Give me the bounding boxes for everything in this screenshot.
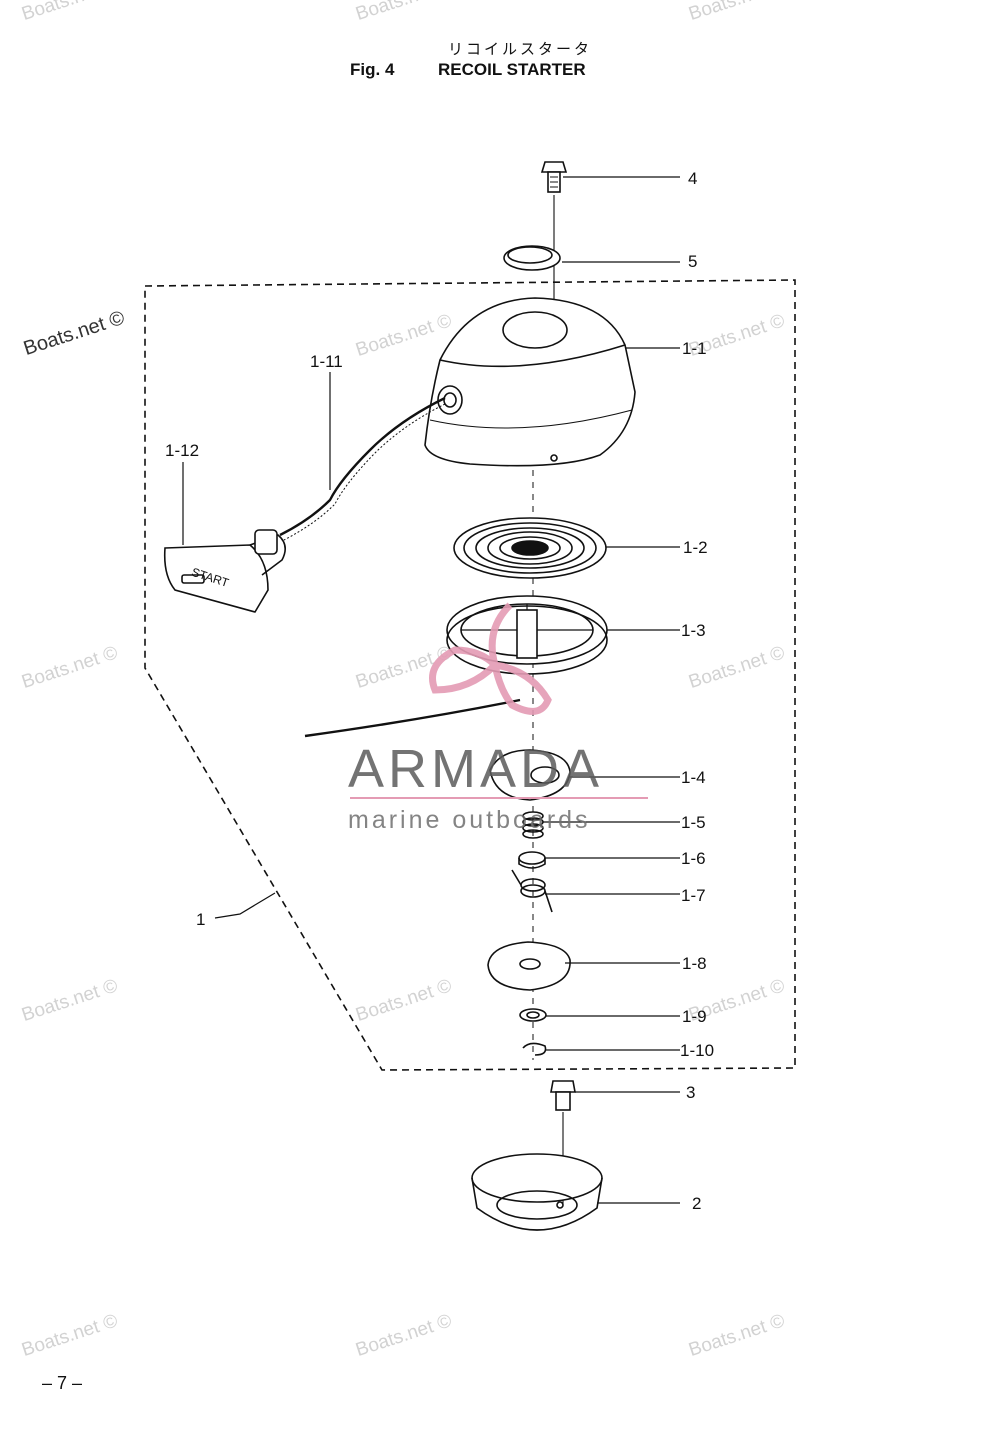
- label-part-1-4: 1-4: [681, 768, 706, 787]
- label-part-1-9: 1-9: [682, 1007, 707, 1026]
- bolt-3: [550, 1080, 576, 1205]
- starter-case-1-1: [424, 297, 636, 467]
- figure-number: Fig. 4: [350, 60, 395, 79]
- return-spring-1-7: [511, 869, 553, 913]
- recoil-spring-1-2: [453, 517, 607, 579]
- friction-plate-1-8: [487, 941, 571, 991]
- page-number: – 7 –: [42, 1373, 83, 1393]
- label-part-5: 5: [688, 252, 697, 271]
- label-part-1-1: 1-1: [682, 339, 707, 358]
- cup-2: [471, 1153, 603, 1231]
- label-part-1-8: 1-8: [682, 954, 707, 973]
- spring-1-5: [522, 811, 544, 839]
- ratchet-1-4: [489, 749, 571, 801]
- collar-1-6: [518, 851, 546, 869]
- label-part-1-6: 1-6: [681, 849, 706, 868]
- figure-title: RECOIL STARTER: [438, 60, 586, 79]
- starter-handle-1-12: [163, 529, 286, 613]
- label-part-3: 3: [686, 1083, 695, 1102]
- label-part-1-3: 1-3: [681, 621, 706, 640]
- starter-rope-1-11: [279, 396, 446, 537]
- label-part-1: 1: [196, 910, 205, 929]
- cap-5: [503, 245, 561, 271]
- armada-brand-watermark: ARMADA: [348, 739, 604, 799]
- title-japanese: リコイルスタータ: [447, 40, 592, 58]
- assembly-boundary: [144, 279, 796, 1071]
- label-part-1-2: 1-2: [683, 538, 708, 557]
- label-part-4: 4: [688, 169, 697, 188]
- label-part-2: 2: [692, 1194, 701, 1213]
- label-part-1-11: 1-11: [310, 352, 343, 371]
- armada-divider: [350, 797, 648, 799]
- clip-1-10: [522, 1042, 547, 1056]
- armada-subtitle-watermark: marine outboards: [348, 806, 591, 834]
- label-part-1-5: 1-5: [681, 813, 706, 832]
- reel-1-3: [304, 595, 608, 738]
- label-part-1-10: 1-10: [680, 1041, 714, 1060]
- armada-logo-swirl: [429, 602, 552, 715]
- label-part-1-12: 1-12: [165, 441, 199, 460]
- washer-1-9: [519, 1008, 547, 1022]
- label-part-1-7: 1-7: [681, 886, 706, 905]
